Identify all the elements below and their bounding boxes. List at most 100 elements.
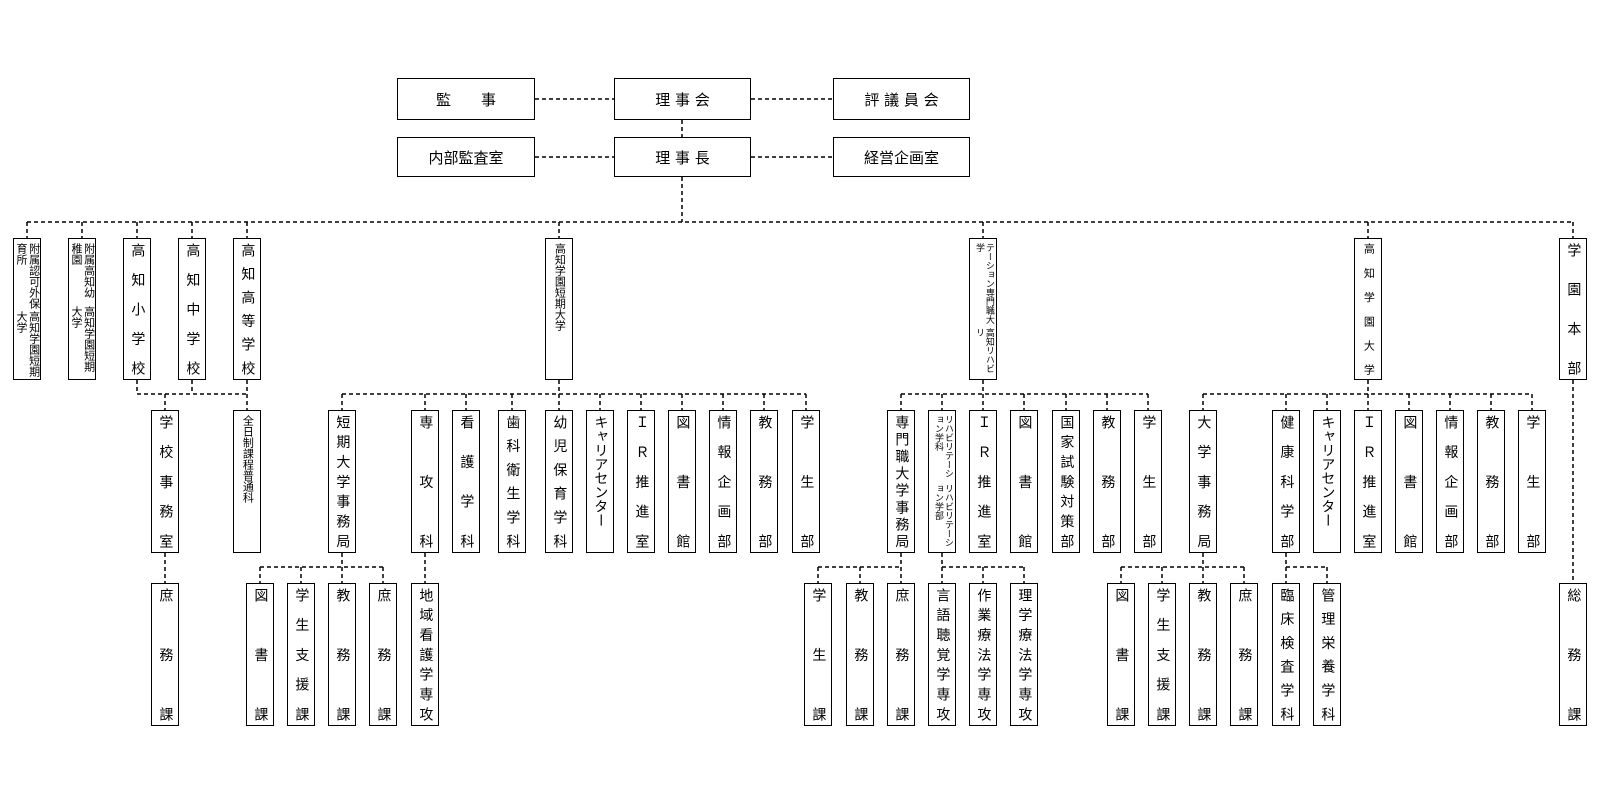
kindergarten-line1: 高知学園短期大学 (70, 306, 96, 373)
nursery-line1: 高知学園短期大学 (15, 311, 41, 377)
speech-therapy-label: 言語聴覚学専攻 (934, 588, 951, 721)
rehab-general-affairs-label: 庶務課 (893, 588, 910, 721)
rehab-ir-office-box: ＩＲ推進室 (969, 410, 997, 553)
rehab-university-line2: テーション専門職大学 (974, 243, 994, 324)
school-office-box: 学校事務室 (151, 410, 179, 553)
nursing-dept-label: 看護学科 (458, 415, 475, 548)
university-library-section-box: 図書課 (1107, 583, 1135, 726)
university-career-center-box: キャリアセンター (1313, 410, 1341, 553)
tandai-academic-affairs-box: 教務部 (750, 410, 778, 553)
rehab-library-label: 図書館 (1016, 415, 1033, 548)
university-academic-affairs-box: 教務部 (1477, 410, 1505, 553)
high-school-label: 高知高等学校 (239, 243, 256, 375)
fulltime-course-box: 全日制課程普通科 (233, 410, 261, 553)
tandai-student-support-label: 学生支援課 (293, 588, 310, 721)
tandai-academic-section-label: 教務課 (334, 588, 351, 721)
national-exam-dept-box: 国家試験対策部 (1052, 410, 1080, 553)
tandai-ir-office-label: ＩＲ推進室 (633, 415, 650, 548)
chairman-label: 理 事 長 (655, 148, 710, 167)
tandai-office-label: 短期大学事務局 (334, 415, 351, 548)
tandai-student-support-box: 学生支援課 (287, 583, 315, 726)
board-of-directors-label: 理 事 会 (655, 90, 710, 109)
tandai-library-section-box: 図書課 (246, 583, 274, 726)
auditor-box: 監 事 (397, 78, 535, 120)
nursery-box: 高知学園短期大学 附属認可外保育所 (13, 238, 41, 380)
headquarters-label: 学園本部 (1565, 243, 1582, 375)
speech-therapy-box: 言語聴覚学専攻 (928, 583, 956, 726)
university-box: 高知学園大学 (1354, 238, 1382, 380)
tandai-academic-affairs-label: 教務部 (756, 415, 773, 548)
high-school-box: 高知高等学校 (233, 238, 261, 380)
community-nursing-label: 地域看護学専攻 (417, 588, 434, 721)
university-career-center-label: キャリアセンター (1319, 415, 1336, 527)
national-exam-dept-label: 国家試験対策部 (1058, 415, 1075, 548)
tandai-info-planning-box: 情報企画部 (709, 410, 737, 553)
rehab-ir-office-label: ＩＲ推進室 (975, 415, 992, 548)
university-general-affairs-box: 庶務課 (1230, 583, 1258, 726)
rehab-academic-affairs-box: 教務部 (1093, 410, 1121, 553)
occupational-therapy-box: 作業療法学専攻 (969, 583, 997, 726)
chairman-box: 理 事 長 (614, 137, 751, 177)
school-general-affairs-label: 庶務課 (157, 588, 174, 721)
nutrition-dept-label: 管理栄養学科 (1319, 588, 1336, 721)
tandai-library-box: 図書館 (668, 410, 696, 553)
university-library-box: 図書館 (1395, 410, 1423, 553)
elementary-school-label: 高知小学校 (129, 243, 146, 375)
clinical-lab-dept-box: 臨床検査学科 (1272, 583, 1300, 726)
health-science-faculty-box: 健康科学部 (1272, 410, 1300, 553)
management-planning-box: 経営企画室 (833, 137, 970, 177)
council-label: 評 議 員 会 (864, 90, 939, 109)
occupational-therapy-label: 作業療法学専攻 (975, 588, 992, 721)
rehab-student-section-label: 学生課 (810, 588, 827, 721)
rehab-student-section-box: 学生課 (804, 583, 832, 726)
physical-therapy-label: 理学療法学専攻 (1016, 588, 1033, 721)
health-science-faculty-label: 健康科学部 (1278, 415, 1295, 548)
school-general-affairs-box: 庶務課 (151, 583, 179, 726)
internal-audit-label: 内部監査室 (428, 148, 504, 167)
university-info-planning-box: 情報企画部 (1436, 410, 1464, 553)
tandai-info-planning-label: 情報企画部 (715, 415, 732, 548)
board-of-directors-box: 理 事 会 (614, 78, 751, 120)
tandai-academic-section-box: 教務課 (328, 583, 356, 726)
tandai-career-center-label: キャリアセンター (592, 415, 609, 527)
university-office-box: 大学事務局 (1189, 410, 1217, 553)
tandai-library-label: 図書館 (674, 415, 691, 548)
rehab-faculty-box: リハビリテーション学部 リハビリテーション学科 (928, 410, 956, 553)
rehab-academic-affairs-label: 教務部 (1099, 415, 1116, 548)
tandai-library-section-label: 図書課 (252, 588, 269, 721)
advanced-course-box: 専攻科 (411, 410, 439, 553)
fulltime-course-label: 全日制課程普通科 (241, 415, 255, 503)
kindergarten-line2: 附属高知幼稚園 (70, 243, 96, 298)
clinical-lab-dept-label: 臨床検査学科 (1278, 588, 1295, 721)
physical-therapy-box: 理学療法学専攻 (1010, 583, 1038, 726)
childcare-dept-label: 幼児保育学科 (551, 415, 568, 548)
internal-audit-box: 内部監査室 (397, 137, 535, 177)
tandai-student-affairs-box: 学生部 (792, 410, 820, 553)
university-student-support-label: 学生支援課 (1154, 588, 1171, 721)
council-box: 評 議 員 会 (833, 78, 970, 120)
tandai-ir-office-box: ＩＲ推進室 (627, 410, 655, 553)
rehab-university-box: 高知リハビリ テーション専門職大学 (969, 238, 997, 380)
nursery-line2: 附属認可外保育所 (15, 243, 41, 309)
university-info-planning-label: 情報企画部 (1442, 415, 1459, 548)
rehab-university-line1: 高知リハビリ (974, 328, 994, 373)
university-library-label: 図書館 (1401, 415, 1418, 548)
auditor-label: 監 事 (435, 90, 496, 109)
hq-general-affairs-label: 総務課 (1565, 588, 1582, 721)
rehab-library-box: 図書館 (1010, 410, 1038, 553)
university-library-section-label: 図書課 (1113, 588, 1130, 721)
rehab-academic-section-label: 教務課 (852, 588, 869, 721)
rehab-office-box: 専門職大学事務局 (887, 410, 915, 553)
management-planning-label: 経営企画室 (863, 148, 939, 167)
junior-college-label: 高知学園短期大学 (553, 243, 567, 331)
junior-high-box: 高知中学校 (178, 238, 206, 380)
rehab-general-affairs-box: 庶務課 (887, 583, 915, 726)
headquarters-box: 学園本部 (1559, 238, 1587, 380)
university-student-affairs-label: 学生部 (1524, 415, 1541, 548)
rehab-academic-section-box: 教務課 (846, 583, 874, 726)
tandai-general-affairs-label: 庶務課 (375, 588, 392, 721)
tandai-career-center-box: キャリアセンター (586, 410, 614, 553)
community-nursing-box: 地域看護学専攻 (411, 583, 439, 726)
elementary-school-box: 高知小学校 (123, 238, 151, 380)
university-academic-section-box: 教務課 (1189, 583, 1217, 726)
